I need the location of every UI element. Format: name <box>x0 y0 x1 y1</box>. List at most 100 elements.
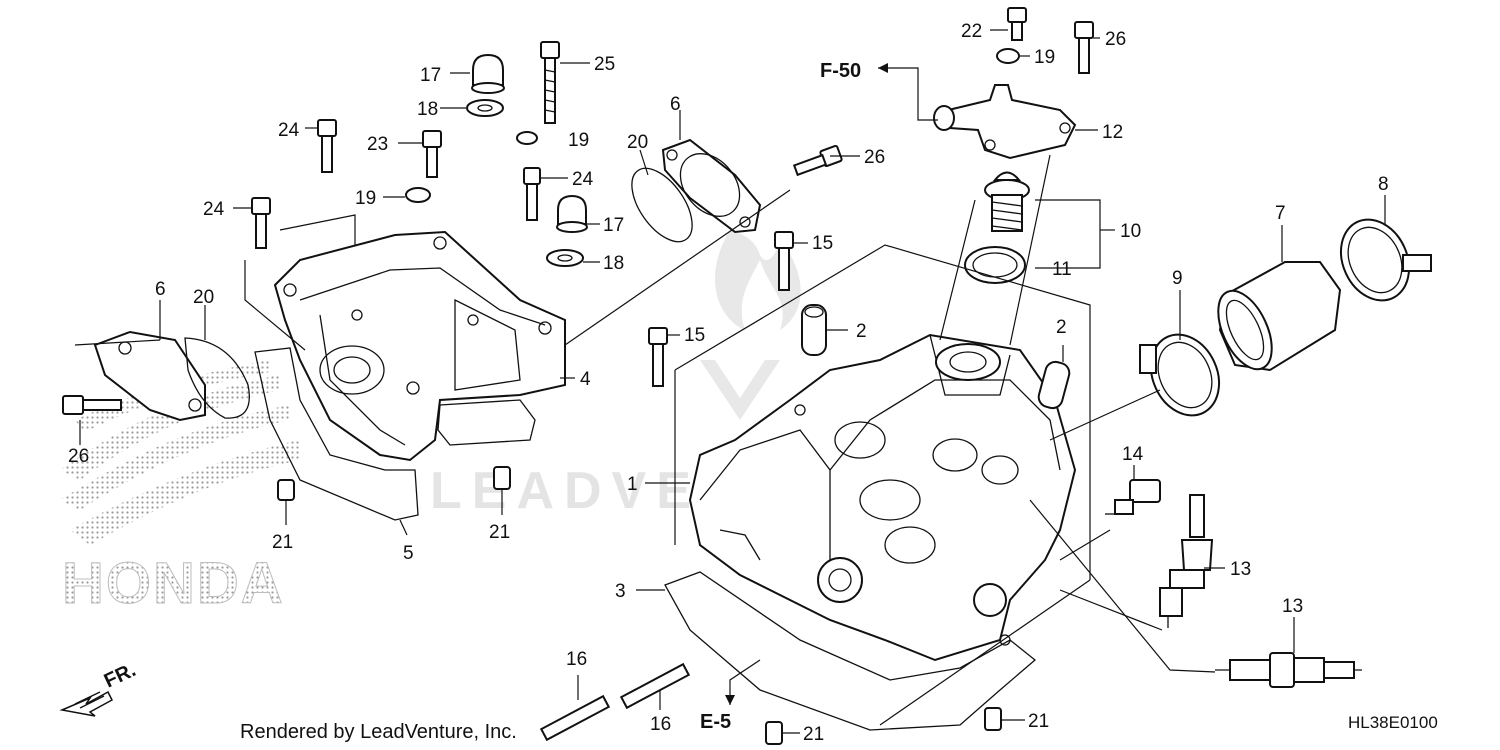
part-label[interactable]: 15 <box>812 233 833 254</box>
ref-e-5-leader <box>729 659 761 705</box>
diagram-code: HL38E0100 <box>1348 713 1438 732</box>
bolt-22 <box>1007 7 1027 41</box>
honda-logo-watermark: HONDA <box>62 551 285 616</box>
bolt-26-mid <box>792 144 843 177</box>
hose-band-9 <box>1139 333 1221 417</box>
dowel-pin-2-right <box>1037 360 1071 410</box>
spark-plug-13-horizontal <box>1215 652 1362 688</box>
part-label[interactable]: 24 <box>203 199 225 220</box>
part-label[interactable]: 23 <box>367 134 388 155</box>
o-ring-20-right <box>631 167 693 243</box>
part-label[interactable]: 7 <box>1275 203 1286 224</box>
part-label[interactable]: 19 <box>1034 47 1055 68</box>
part-label[interactable]: 9 <box>1172 268 1183 289</box>
ref-f-50[interactable]: F-50 <box>820 60 861 82</box>
part-label[interactable]: 20 <box>627 132 648 153</box>
part-label[interactable]: 17 <box>420 65 441 86</box>
washer-19-left <box>405 187 431 203</box>
bolt-26-left <box>62 395 122 415</box>
bolt-15-a <box>774 231 794 291</box>
part-label[interactable]: 21 <box>489 522 510 543</box>
collar-21-c <box>765 721 783 745</box>
part-label[interactable]: 1 <box>627 474 638 495</box>
part-label[interactable]: 26 <box>864 147 885 168</box>
part-label[interactable]: 11 <box>1052 259 1072 280</box>
part-label[interactable]: 3 <box>615 581 626 602</box>
part-label[interactable]: 14 <box>1122 444 1144 465</box>
washer-18-upper <box>466 99 504 117</box>
part-label[interactable]: 13 <box>1230 559 1251 580</box>
collar-21-d <box>984 707 1002 731</box>
cover-plate-6-left <box>93 330 206 422</box>
bolt-24-a <box>317 119 337 173</box>
hose-band-8 <box>1339 218 1432 302</box>
front-arrow-icon <box>59 690 113 717</box>
part-label[interactable]: 20 <box>193 287 214 308</box>
bolt-24-b <box>251 197 271 249</box>
cap-nut-17-upper <box>471 53 505 94</box>
credit-text: Rendered by LeadVenture, Inc. <box>240 721 517 743</box>
part-label[interactable]: 24 <box>572 169 594 190</box>
bolt-23 <box>422 130 442 178</box>
collar-21-b <box>493 466 511 490</box>
washer-19-upper <box>516 131 538 145</box>
bolt-25 <box>540 41 560 124</box>
head-cover-gasket-inner <box>437 399 536 446</box>
cylinder-head-cover <box>273 230 566 462</box>
part-label[interactable]: 13 <box>1282 596 1303 617</box>
part-label[interactable]: 22 <box>961 21 982 42</box>
part-label[interactable]: 6 <box>155 279 166 300</box>
part-label[interactable]: 15 <box>684 325 705 346</box>
cap-nut-17-lower <box>556 194 588 233</box>
part-label[interactable]: 17 <box>603 215 624 236</box>
dowel-pin-2-left <box>801 304 827 356</box>
thermostat-10 <box>984 171 1030 232</box>
collar-21-a <box>277 479 295 501</box>
bolt-15-b <box>648 327 668 387</box>
cylinder-head-gasket <box>664 571 1037 731</box>
part-label[interactable]: 4 <box>580 369 591 390</box>
part-labels: 17 18 25 24 23 19 19 24 24 17 18 6 20 26… <box>68 21 1389 745</box>
head-cover-gasket <box>254 347 419 521</box>
part-label[interactable]: 24 <box>278 120 300 141</box>
stud-16-a <box>539 694 611 742</box>
part-label[interactable]: 19 <box>568 130 589 151</box>
cover-plate-6-right <box>661 138 762 234</box>
o-ring-20-left <box>184 337 250 419</box>
part-label[interactable]: 26 <box>1105 29 1126 50</box>
part-label[interactable]: 19 <box>355 188 376 209</box>
assembly-guide-lines <box>244 154 1216 726</box>
washer-19-right <box>996 48 1020 64</box>
part-label[interactable]: 26 <box>68 446 89 467</box>
part-label[interactable]: 21 <box>272 532 293 553</box>
part-label[interactable]: 21 <box>803 724 824 745</box>
front-marker: FR. <box>101 659 139 693</box>
leader-lines <box>74 29 1386 734</box>
part-label[interactable]: 18 <box>417 99 438 120</box>
part-label[interactable]: 6 <box>670 94 681 115</box>
sensor-14 <box>1105 479 1161 515</box>
part-label[interactable]: 2 <box>856 321 867 342</box>
part-label[interactable]: 25 <box>594 54 615 75</box>
ref-f-50-leader <box>878 67 938 121</box>
part-label[interactable]: 5 <box>403 543 414 564</box>
cylinder-head <box>688 333 1077 662</box>
spark-plug-13-vertical <box>1159 494 1214 628</box>
honda-wing-watermark <box>60 360 300 545</box>
part-label[interactable]: 10 <box>1120 221 1141 242</box>
part-label[interactable]: 18 <box>603 253 624 274</box>
intake-insulator-7 <box>1217 261 1342 372</box>
thermostat-cover-12 <box>933 84 1077 160</box>
part-label[interactable]: 16 <box>650 714 671 735</box>
part-label[interactable]: 16 <box>566 649 587 670</box>
washer-18-lower <box>546 249 584 267</box>
bolt-24-c <box>523 167 541 221</box>
part-label[interactable]: 21 <box>1028 711 1049 732</box>
part-label[interactable]: 12 <box>1102 122 1123 143</box>
part-label[interactable]: 2 <box>1056 317 1067 338</box>
stud-16-b <box>619 662 691 710</box>
part-label[interactable]: 8 <box>1378 174 1389 195</box>
ref-e-5[interactable]: E-5 <box>700 711 731 733</box>
